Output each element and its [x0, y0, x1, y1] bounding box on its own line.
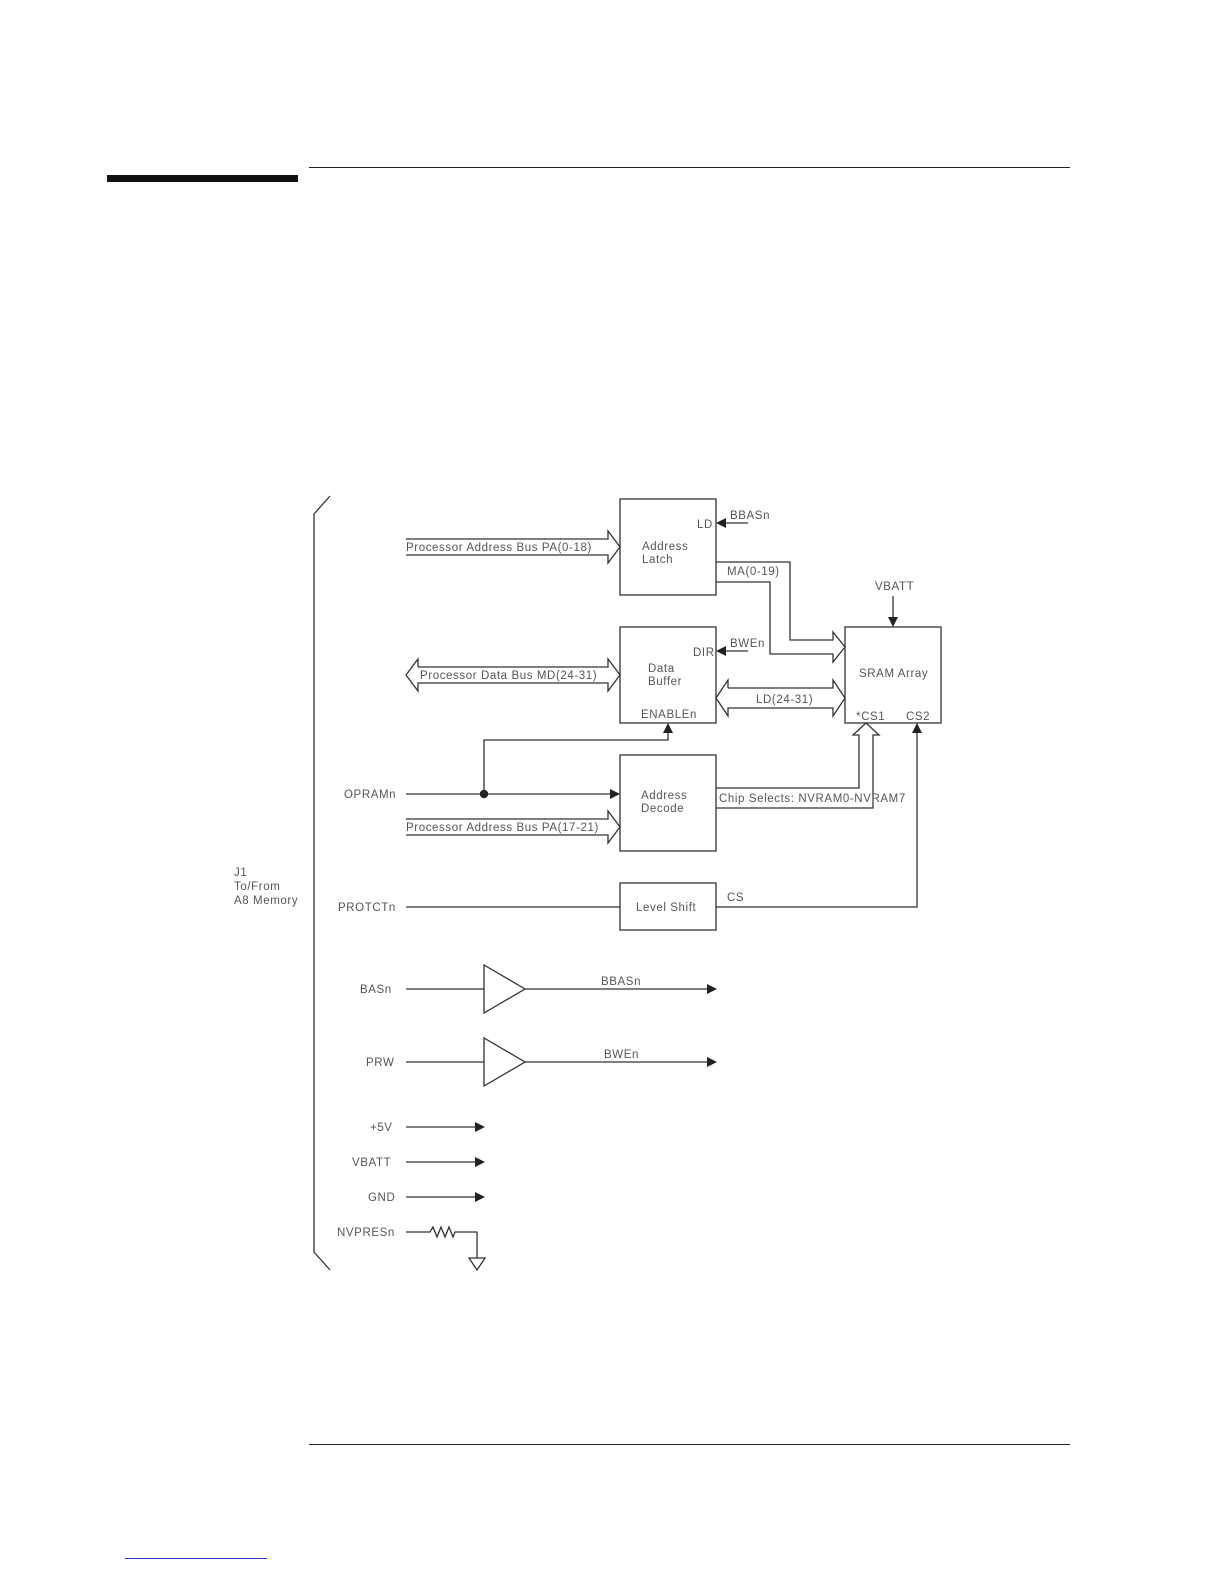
connector-name-line3: A8 Memory: [234, 895, 298, 907]
net-label-bwen-in: BWEn: [730, 638, 765, 650]
signal-label-vbatt: VBATT: [352, 1157, 391, 1169]
address-decode-label-1: Address: [641, 790, 687, 802]
ground-symbol: [467, 1257, 487, 1272]
connector-name-line2: To/From: [234, 881, 280, 893]
arrowhead-dir: [716, 646, 726, 656]
signal-label-basn: BASn: [360, 984, 392, 996]
bus-label-ld-24-31: LD(24-31): [756, 694, 813, 706]
signal-label-plus5v: +5V: [370, 1122, 393, 1134]
arrowhead-plus5v: [475, 1122, 485, 1132]
bus-label-ma-0-19: MA(0-19): [727, 566, 780, 578]
data-buffer-pin-enable: ENABLEn: [641, 709, 697, 721]
connector-name-line1: J1: [234, 867, 247, 879]
connector-bracket: [313, 495, 331, 1271]
signal-label-opramn: OPRAMn: [344, 789, 396, 801]
level-shift-block: [619, 882, 717, 931]
bus-arrow-ld-24-31: [715, 677, 846, 719]
net-label-bbasn-in: BBASn: [730, 510, 770, 522]
bus-arrow-pa-17-21: [406, 809, 621, 845]
sram-pin-cs1: *CS1: [856, 711, 885, 723]
sram-array-block: [844, 626, 942, 724]
footer-link-underline[interactable]: [125, 1558, 267, 1559]
data-buffer-label-1: Data: [648, 663, 675, 675]
signal-label-nvpresn: NVPRESn: [337, 1227, 395, 1239]
signal-label-protctn: PROTCTn: [338, 902, 396, 914]
arrowhead-opramn-decode: [610, 789, 620, 799]
address-latch-label-2: Latch: [642, 554, 673, 566]
bus-label-pa-17-21: Processor Address Bus PA(17-21): [406, 822, 599, 834]
bus-label-pa-0-18: Processor Address Bus PA(0-18): [406, 542, 592, 554]
arrowhead-gnd: [475, 1192, 485, 1202]
arrowhead-bbasn-out: [707, 984, 717, 994]
address-latch-pin-ld: LD: [697, 519, 713, 531]
data-buffer-label-2: Buffer: [648, 676, 682, 688]
data-buffer-pin-dir: DIR: [693, 647, 715, 659]
net-label-bwen-out: BWEn: [604, 1049, 639, 1061]
net-label-bbasn-out: BBASn: [601, 976, 641, 988]
section-tab-bar: [107, 175, 298, 182]
arrowhead-cs2: [912, 723, 922, 733]
arrowhead-bwen-out: [707, 1057, 717, 1067]
net-label-cs-level: CS: [727, 892, 744, 904]
arrowhead-enable: [663, 723, 673, 733]
arrowhead-vbatt: [475, 1157, 485, 1167]
bus-arrow-chip-selects: [716, 722, 881, 809]
buffer-prw: [483, 1036, 527, 1088]
arrowhead-ld: [716, 518, 726, 528]
buffer-basn: [483, 963, 527, 1015]
level-shift-label: Level Shift: [636, 902, 697, 914]
net-label-vbatt-sram: VBATT: [875, 581, 914, 593]
bus-arrow-pa-0-18: [406, 529, 621, 565]
sram-pin-cs2: CS2: [906, 711, 930, 723]
address-decode-block: [619, 754, 717, 852]
signal-label-prw: PRW: [366, 1057, 394, 1069]
header-rule: [309, 167, 1070, 168]
resistor-nvpresn: [406, 1225, 478, 1258]
wire-cs-cs2: [716, 731, 918, 908]
wire-opramn-enable: [483, 731, 669, 794]
address-decode-label-2: Decode: [641, 803, 684, 815]
footer-rule: [309, 1444, 1070, 1445]
signal-label-gnd: GND: [368, 1192, 395, 1204]
address-latch-block: [619, 498, 717, 596]
bus-label-chip-selects: Chip Selects: NVRAM0-NVRAM7: [719, 793, 906, 805]
address-latch-label-1: Address: [642, 541, 688, 553]
sram-array-label: SRAM Array: [859, 668, 928, 680]
arrowhead-vbatt-sram: [888, 617, 898, 627]
bus-label-md-24-31: Processor Data Bus MD(24-31): [420, 670, 597, 682]
bus-arrow-md-24-31: [405, 657, 621, 693]
